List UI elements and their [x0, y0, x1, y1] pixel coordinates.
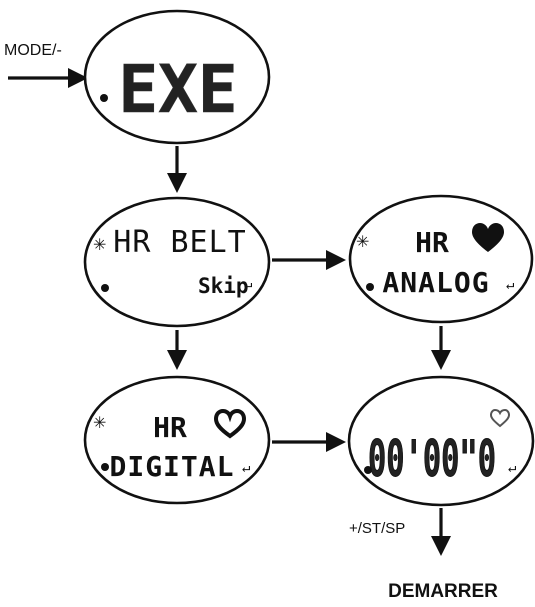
entry-label: MODE/-: [4, 42, 62, 59]
start-label: DEMARRER: [388, 581, 498, 602]
arrow-hr-analog-to-timer: [431, 326, 451, 370]
screen-hr-analog-frame: [348, 194, 534, 324]
screen-hr-belt-star-icon: ✳: [93, 235, 106, 254]
screen-timer-indicator-dot: [364, 466, 372, 474]
screen-hr-analog-line1: HR: [415, 226, 449, 259]
screen-hr-analog-star-icon: ✳: [356, 232, 369, 251]
heart-filled-icon: [472, 223, 504, 252]
heart-outline-icon: [213, 408, 247, 439]
screen-hr-belt-frame: [83, 196, 271, 328]
screen-hr-analog: ✳ HR ANALOG ↵: [348, 194, 534, 324]
arrow-hr-digital-to-timer: [272, 432, 346, 452]
screen-exe-frame: [83, 9, 271, 145]
arrow-timer-to-start: [431, 508, 451, 556]
arrow-exe-to-hr-belt: [167, 146, 187, 193]
screen-hr-digital-line1: HR: [153, 411, 187, 444]
arrow-hr-belt-to-hr-digital: [167, 330, 187, 370]
screen-timer: 00'00"0 ↵: [347, 375, 535, 507]
screen-timer-display: 00'00"0: [368, 430, 496, 488]
screen-hr-digital-star-icon: ✳: [93, 413, 106, 432]
screen-hr-digital-frame: [83, 375, 271, 505]
heart-outline-small-icon: [489, 408, 511, 428]
screen-hr-digital-return-icon: ↵: [242, 460, 250, 476]
start-button-label: +/ST/SP: [349, 520, 405, 537]
screen-exe: EXE: [83, 9, 271, 145]
entry-arrow: [8, 68, 88, 88]
screen-hr-digital: ✳ HR DIGITAL ↵: [83, 375, 271, 505]
screen-hr-belt-indicator-dot: [101, 284, 109, 292]
screen-timer-frame: [347, 375, 535, 507]
screen-hr-belt-title: HR BELT: [113, 225, 246, 260]
screen-exe-indicator-dot: [100, 94, 108, 102]
screen-hr-belt-skip-label: Skip: [198, 274, 249, 298]
screen-timer-return-icon: ↵: [508, 460, 516, 476]
screen-exe-text: EXE: [118, 51, 237, 128]
screen-hr-digital-line2: DIGITAL: [109, 450, 234, 483]
screen-hr-belt-return-icon: ↵: [244, 277, 252, 293]
screen-hr-belt: ✳ HR BELT Skip ↵: [83, 196, 271, 328]
screen-hr-digital-indicator-dot: [101, 463, 109, 471]
screen-hr-analog-line2: ANALOG: [382, 266, 489, 299]
arrow-hr-belt-to-hr-analog: [272, 250, 346, 270]
screen-hr-analog-indicator-dot: [366, 283, 374, 291]
screen-hr-analog-return-icon: ↵: [506, 277, 514, 293]
